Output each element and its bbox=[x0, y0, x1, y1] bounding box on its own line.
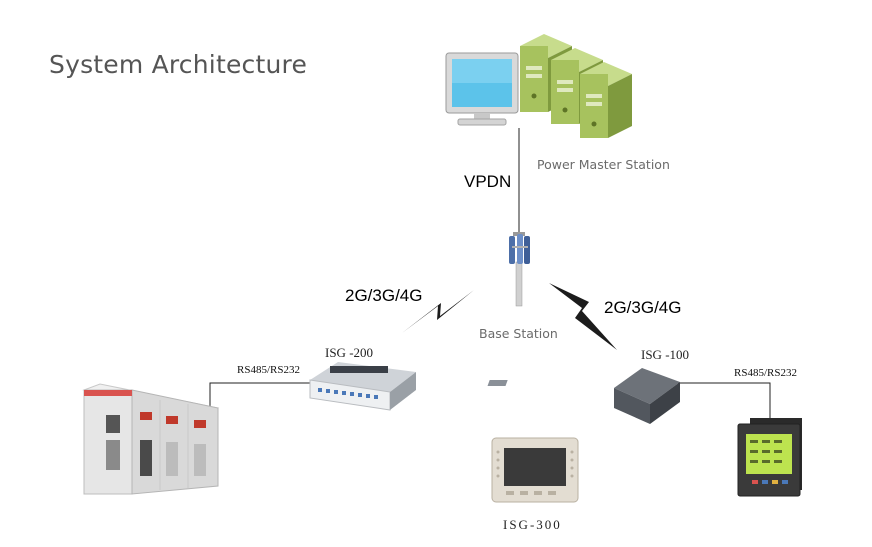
gateway-icon bbox=[487, 368, 680, 424]
rs-label-left: RS485/RS232 bbox=[237, 364, 300, 376]
computer-icon bbox=[445, 52, 519, 126]
cabinet-icon bbox=[82, 383, 220, 495]
rs-link-right bbox=[678, 382, 771, 418]
network-label-left: 2G/3G/4G bbox=[345, 286, 423, 305]
rs-label-right: RS485/RS232 bbox=[734, 367, 797, 379]
isg300-label: ISG-300 bbox=[503, 517, 562, 532]
master-station-label: Power Master Station bbox=[537, 157, 670, 172]
server-icon bbox=[520, 34, 632, 138]
network-label-right: 2G/3G/4G bbox=[604, 298, 682, 317]
gateway-icon bbox=[309, 362, 416, 411]
lightning-icon bbox=[549, 283, 617, 350]
page-title: System Architecture bbox=[49, 50, 308, 79]
isg200-label: ISG -200 bbox=[325, 345, 374, 360]
power-meter-icon bbox=[737, 418, 802, 497]
vpdn-label: VPDN bbox=[464, 172, 512, 191]
isg100-label: ISG -100 bbox=[641, 347, 690, 362]
base-station-label: Base Station bbox=[479, 326, 558, 341]
tower-icon bbox=[509, 232, 530, 307]
lightning-icon bbox=[402, 290, 474, 333]
rs-link-left bbox=[209, 382, 310, 413]
hmi-panel-icon bbox=[491, 437, 579, 503]
